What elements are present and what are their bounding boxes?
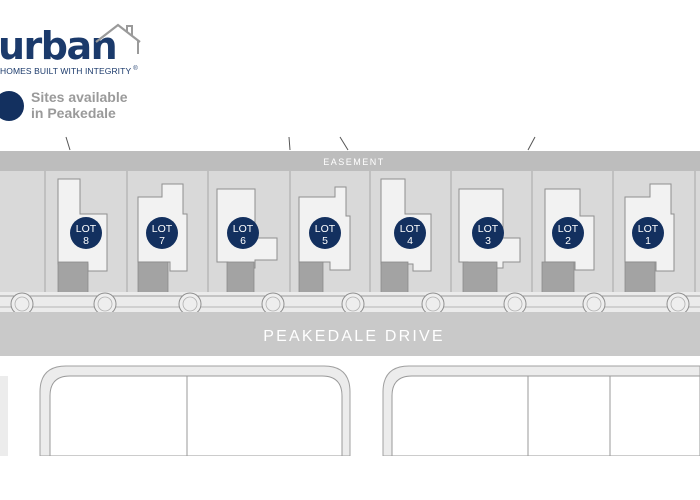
- street-tree-icon: [666, 292, 690, 316]
- lot-number: 7: [159, 235, 165, 247]
- lot-marker: [632, 217, 664, 249]
- lot-number: 3: [485, 235, 491, 247]
- lot-label: LOT: [233, 223, 254, 235]
- street-tree-icon: [93, 292, 117, 316]
- lot-label: LOT: [558, 223, 579, 235]
- lot-marker: [472, 217, 504, 249]
- peakedale-drive: [0, 312, 700, 356]
- lot-marker: [227, 217, 259, 249]
- lot-marker: [394, 217, 426, 249]
- legend-label: Sites available in Peakedale: [31, 89, 128, 121]
- street-tree-icon: [178, 292, 202, 316]
- street-tree-icon: [10, 292, 34, 316]
- lot-number: 1: [645, 235, 651, 247]
- lot-label: LOT: [478, 223, 499, 235]
- easement: [0, 151, 700, 171]
- street-tree-icon: [341, 292, 365, 316]
- lot-label: LOT: [400, 223, 421, 235]
- legend-marker: [0, 91, 24, 121]
- lot-label: LOT: [152, 223, 173, 235]
- street-tree-icon: [421, 292, 445, 316]
- road-label-buxton-crescent: BUXTON CRESCENT: [354, 362, 363, 456]
- lot-marker: [70, 217, 102, 249]
- easement-label: EASEMENT: [323, 157, 385, 167]
- lot-number: 6: [240, 235, 246, 247]
- lot-number: 8: [83, 235, 89, 247]
- lot-marker: [309, 217, 341, 249]
- lot-label: LOT: [315, 223, 336, 235]
- lot-marker: [552, 217, 584, 249]
- lot-number: 2: [565, 235, 571, 247]
- brand-tagline: HOMES BUILT WITH INTEGRITY®: [0, 66, 138, 76]
- house-roof-icon: [95, 23, 141, 54]
- lot-number: 4: [407, 235, 413, 247]
- road-label-tapsell-drive: TAPSELL DRIVE: [12, 382, 21, 456]
- lot-label: LOT: [76, 223, 97, 235]
- lot-label: LOT: [638, 223, 659, 235]
- street-tree-icon: [261, 292, 285, 316]
- lot-number: 5: [322, 235, 328, 247]
- lot-marker: [146, 217, 178, 249]
- brand-name: urban: [0, 24, 118, 68]
- road-label-peakedale-drive: PEAKEDALE DRIVE: [263, 328, 445, 345]
- street-tree-icon: [503, 292, 527, 316]
- boundary-lines: [65, 136, 536, 151]
- street-tree-icon: [582, 292, 606, 316]
